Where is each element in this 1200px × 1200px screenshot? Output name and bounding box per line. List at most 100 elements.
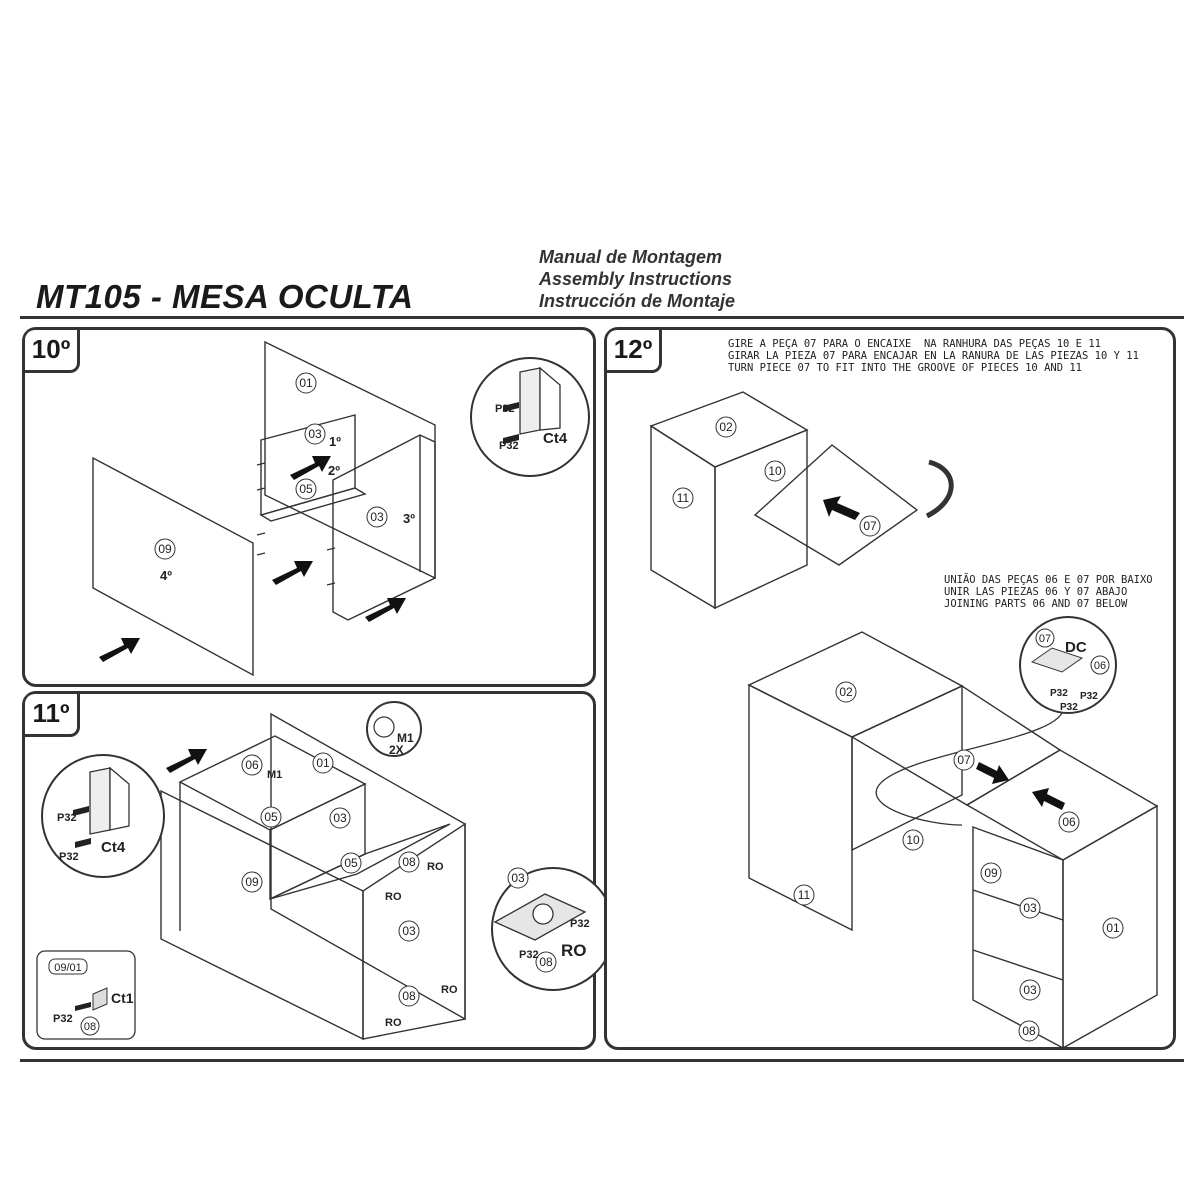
fold-arrow-icon bbox=[875, 702, 1065, 826]
step-12-number: 12º bbox=[607, 330, 662, 373]
detail-bracket-label: Ct1 bbox=[111, 990, 134, 1006]
part-07-tabletop bbox=[850, 685, 1062, 806]
step-10-number: 10º bbox=[25, 330, 80, 373]
part-label: 05 bbox=[344, 856, 358, 870]
part-label: 03 bbox=[402, 924, 416, 938]
detail-m1-circle: M1 2X bbox=[366, 701, 422, 757]
part-label: 03 bbox=[511, 871, 525, 885]
manual-heading-es: Instrucción de Montaje bbox=[539, 291, 736, 311]
arrow-icon bbox=[823, 496, 860, 520]
detail-tag: 09/01 bbox=[54, 962, 82, 974]
screw-icon bbox=[75, 1002, 91, 1011]
footer-rule bbox=[20, 1059, 1184, 1062]
part-label: 06 bbox=[1062, 815, 1076, 829]
arrow-icon bbox=[166, 749, 207, 773]
step-11-number: 11º bbox=[25, 694, 80, 737]
instruction-join-parts-06-07: UNIÃO DAS PEÇAS 06 E 07 POR BAIXO UNIR L… bbox=[944, 574, 1153, 610]
part-label: 08 bbox=[539, 955, 553, 969]
detail-screw-label: P32 bbox=[499, 440, 519, 452]
fitting-label-m1: M1 bbox=[267, 769, 282, 781]
screw-icon bbox=[73, 806, 89, 816]
manual-heading: Manual de Montagem Assembly Instructions… bbox=[539, 246, 735, 312]
order-label: 2º bbox=[328, 463, 340, 478]
detail-screw-label: P32 bbox=[57, 812, 77, 824]
detail-m1-label: M1 bbox=[397, 731, 414, 745]
detail-bracket-label: Ct4 bbox=[543, 430, 568, 447]
fitting-label-ro: RO bbox=[385, 891, 402, 903]
fitting-label-ro: RO bbox=[427, 861, 444, 873]
detail-screw-label: P32 bbox=[53, 1013, 73, 1025]
step-10-drawing: 01 03 05 03 09 1º 2º 3º 4º P32 P32 Ct4 bbox=[92, 340, 590, 677]
part-label: 05 bbox=[264, 810, 278, 824]
part-label: 08 bbox=[1022, 1024, 1036, 1038]
document-title: MT105 - MESA OCULTA bbox=[36, 278, 414, 315]
part-02-top bbox=[747, 631, 964, 738]
arrow-icon bbox=[99, 638, 140, 662]
detail-dc-circle: 07 06 DC P32 P32 P32 bbox=[1019, 616, 1117, 714]
fitting-label-ro: RO bbox=[385, 1017, 402, 1029]
detail-dc-label: DC bbox=[1065, 639, 1087, 656]
part-label: 10 bbox=[906, 833, 920, 847]
step-10-panel: 10º bbox=[22, 327, 596, 687]
detail-screw-label: P32 bbox=[59, 851, 79, 863]
order-label: 3º bbox=[403, 511, 415, 526]
rotate-arrow-icon bbox=[925, 459, 954, 519]
part-label: 06 bbox=[245, 758, 259, 772]
detail-ct4-circle: P32 P32 Ct4 bbox=[470, 357, 590, 477]
screw-icon bbox=[503, 402, 519, 412]
part-label: 03 bbox=[1023, 983, 1037, 997]
part-label: 01 bbox=[316, 756, 330, 770]
screw-icon bbox=[503, 434, 519, 444]
detail-screw-label: P32 bbox=[495, 403, 515, 415]
part-05-lower-shelf bbox=[269, 823, 451, 900]
part-label: 09 bbox=[245, 875, 259, 889]
part-label: 07 bbox=[1039, 633, 1051, 645]
part-03-divider bbox=[269, 782, 366, 901]
manual-heading-pt: Manual de Montagem bbox=[539, 247, 723, 267]
part-label: 02 bbox=[839, 685, 853, 699]
part-label: 05 bbox=[299, 482, 313, 496]
part-label: 03 bbox=[333, 811, 347, 825]
part-label: 06 bbox=[1094, 660, 1106, 672]
part-label: 03 bbox=[308, 427, 322, 441]
arrow-icon bbox=[976, 762, 1009, 784]
detail-ct1-box: 09/01 Ct1 P32 08 bbox=[36, 950, 136, 1040]
part-label: 10 bbox=[768, 464, 782, 478]
cabinet-side bbox=[362, 822, 466, 1040]
part-10-panel bbox=[714, 428, 808, 610]
part-11-side bbox=[748, 683, 853, 932]
part-label: 02 bbox=[719, 420, 733, 434]
step-12-panel: 12º GIRE A PEÇA 07 PARA O ENCAIXE NA RAN… bbox=[604, 327, 1176, 1050]
detail-screw-label: P32 bbox=[1080, 691, 1098, 702]
detail-bracket-label: Ct4 bbox=[101, 839, 126, 856]
detail-ro-label: RO bbox=[561, 941, 587, 960]
manual-heading-en: Assembly Instructions bbox=[539, 269, 733, 289]
detail-ro-circle: 03 08 P32 P32 RO bbox=[491, 867, 615, 991]
detail-screw-label: P32 bbox=[1050, 688, 1068, 699]
step-12-drawing: 02 10 11 07 0 bbox=[649, 391, 1159, 1050]
order-label: 4º bbox=[160, 568, 172, 583]
part-label: 08 bbox=[84, 1021, 96, 1033]
fitting-label-ro: RO bbox=[441, 984, 458, 996]
part-09-cabinet bbox=[972, 825, 1064, 1050]
step-10-arrows bbox=[99, 456, 406, 662]
part-label: 08 bbox=[402, 989, 416, 1003]
part-label: 09 bbox=[158, 542, 172, 556]
part-label: 07 bbox=[863, 519, 877, 533]
part-01-panel bbox=[264, 340, 436, 580]
part-07-tabletop bbox=[753, 444, 919, 566]
header-rule bbox=[20, 316, 1184, 319]
part-label: 09 bbox=[984, 866, 998, 880]
arrow-icon bbox=[290, 456, 331, 480]
part-label: 11 bbox=[677, 491, 690, 505]
detail-m1-qty: 2X bbox=[389, 743, 404, 757]
part-label: 03 bbox=[370, 510, 384, 524]
screw-icon bbox=[75, 838, 91, 848]
arrow-icon bbox=[272, 561, 313, 585]
detail-ct4-circle: P32 P32 Ct4 bbox=[41, 754, 165, 878]
part-label: 11 bbox=[798, 888, 811, 902]
part-09-front-panel bbox=[160, 789, 364, 1041]
part-label: 01 bbox=[299, 376, 313, 390]
part-label: 03 bbox=[1023, 901, 1037, 915]
part-label: 08 bbox=[402, 855, 416, 869]
